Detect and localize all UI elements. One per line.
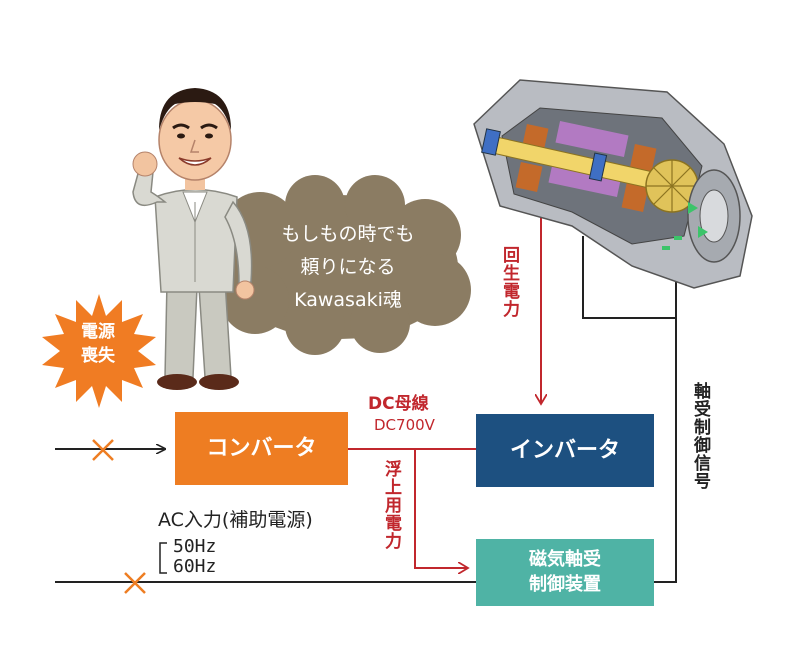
converter-box: コンバータ xyxy=(175,412,348,485)
frequency-50: 50Hz xyxy=(173,536,217,557)
starburst-icon xyxy=(42,294,156,408)
speech-text: もしもの時でも 頼りになる Kawasaki魂 xyxy=(281,223,415,311)
mascot-person-illustration xyxy=(132,88,255,390)
dc-bus-title: DC母線 xyxy=(368,394,429,414)
regenerative-power-label: 回生電力 xyxy=(499,246,519,318)
bearing-controller-box: 磁気軸受 制御装置 xyxy=(476,539,654,606)
speech-bubble xyxy=(205,175,471,355)
bearing-signal-line-2 xyxy=(654,262,677,583)
cross-icon xyxy=(124,572,146,594)
power-loss-label: 電源 喪失 xyxy=(81,322,115,366)
bearing-controller-label-2: 制御装置 xyxy=(529,573,601,595)
bracket-icon xyxy=(159,542,167,574)
inverter-box: インバータ xyxy=(476,414,654,487)
bearing-control-signal-label: 軸受制御信号 xyxy=(690,382,710,490)
bearing-controller-label-1: 磁気軸受 xyxy=(529,549,601,571)
levitation-power-label: 浮上用電力 xyxy=(381,460,401,550)
dc-bus-voltage: DC700V xyxy=(374,416,435,434)
levitation-power-line xyxy=(414,449,468,568)
cross-icon xyxy=(92,439,114,461)
frequency-list: 50Hz 60Hz xyxy=(173,537,216,577)
ac-input-label: AC入力(補助電源) xyxy=(158,509,313,531)
bearing-signal-line xyxy=(582,236,676,319)
frequency-60: 60Hz xyxy=(173,556,217,577)
inverter-label: インバータ xyxy=(509,437,620,463)
converter-label: コンバータ xyxy=(206,435,317,461)
turbine-generator-cutaway xyxy=(473,79,753,289)
